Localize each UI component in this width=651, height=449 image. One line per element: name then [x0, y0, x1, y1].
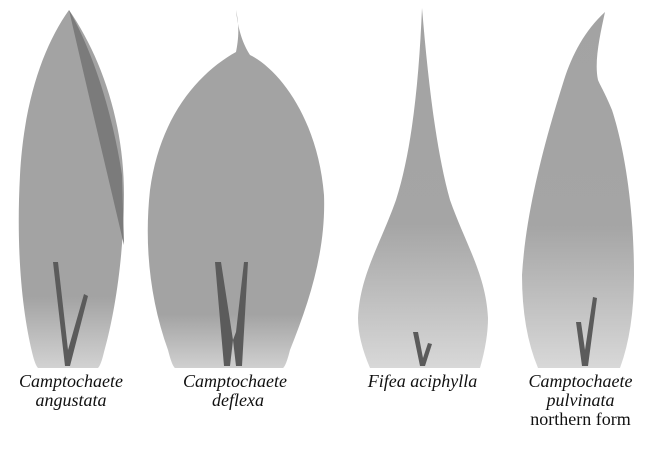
- leaf-deflexa: [148, 10, 324, 368]
- leaf-blade: [358, 8, 488, 368]
- leaf-blade: [522, 12, 634, 368]
- caption-species: Fifea aciphylla: [350, 372, 495, 391]
- caption-genus: Camptochaete: [510, 372, 651, 391]
- leaf-blade: [148, 10, 324, 368]
- leaf-angustata: [19, 10, 124, 368]
- leaf-blade: [19, 10, 124, 368]
- caption-species: deflexa: [160, 391, 310, 410]
- caption-note: northern form: [510, 410, 651, 429]
- caption-genus: Camptochaete: [160, 372, 310, 391]
- caption-species: pulvinata: [510, 391, 651, 410]
- leaf-aciphylla: [358, 8, 488, 368]
- caption-angustata: Camptochaete angustata: [0, 372, 142, 410]
- caption-aciphylla: Fifea aciphylla: [350, 372, 495, 391]
- caption-deflexa: Camptochaete deflexa: [160, 372, 310, 410]
- leaf-pulvinata: [522, 12, 634, 368]
- caption-pulvinata: Camptochaete pulvinata northern form: [510, 372, 651, 429]
- caption-genus: Camptochaete: [0, 372, 142, 391]
- caption-species: angustata: [0, 391, 142, 410]
